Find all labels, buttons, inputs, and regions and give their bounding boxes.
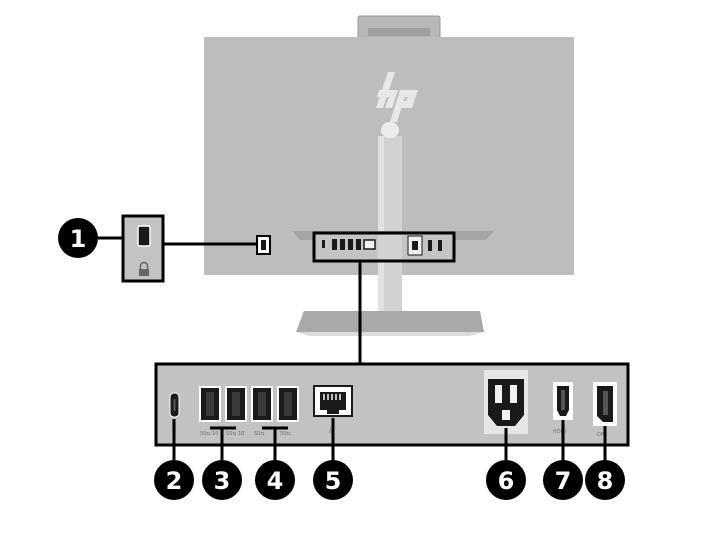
- stand-hinge: [381, 122, 399, 138]
- callout-5-number: 5: [325, 467, 342, 495]
- rj45-port-graphic: 品: [313, 385, 353, 434]
- callout-2-number: 2: [166, 467, 183, 495]
- callout-3: 3: [202, 460, 242, 500]
- callout-5: 5: [313, 460, 353, 500]
- stand-base-shadow: [296, 332, 484, 336]
- callout-4: 4: [255, 460, 295, 500]
- usb-a-port-2: SS⇆ 10: [225, 386, 247, 437]
- hdmi-port-graphic: HDMI: [553, 382, 573, 435]
- usb-a-1-label: SS⇆ 10: [200, 431, 219, 437]
- stand-base: [296, 311, 484, 332]
- side-lock-slot: [261, 240, 266, 250]
- callout-8-number: 8: [597, 467, 614, 495]
- displayport-graphic: DP: [593, 382, 617, 438]
- usb-a-3-label: SS⇆: [254, 431, 265, 437]
- lock-inset: [98, 214, 257, 283]
- callout-1-number: 1: [70, 225, 87, 253]
- usb-a-port-1: SS⇆ 10: [199, 386, 221, 437]
- rear-panel-inset: ⇆ SS⇆ 10 SS⇆ 10 SS⇆: [154, 362, 630, 466]
- all-in-one-monitor: [204, 15, 574, 336]
- usb-a-port-graphics: SS⇆ 10 SS⇆ 10 SS⇆ SS⇆: [199, 386, 299, 437]
- hp-logo: [376, 72, 418, 122]
- lock-inset-slot: [137, 225, 151, 247]
- callout-8: 8: [585, 460, 625, 500]
- callout-6: 6: [486, 460, 526, 500]
- monitor-port-block-ports: [322, 235, 442, 256]
- callout-leader-lines: [172, 418, 607, 466]
- webcam-slot: [368, 28, 430, 36]
- callout-1: 1: [58, 218, 98, 258]
- usb-a-4-label: SS⇆: [280, 431, 291, 437]
- dp-label: DP: [597, 432, 604, 438]
- callout-3-number: 3: [214, 467, 231, 495]
- usb-a-port-3: SS⇆: [251, 386, 273, 437]
- monitor-port-block-stand-gap: [378, 235, 402, 259]
- callout-7: 7: [543, 460, 583, 500]
- callout-4-number: 4: [267, 467, 284, 495]
- hdmi-label: HDMI: [553, 429, 566, 435]
- callout-7-number: 7: [555, 467, 572, 495]
- callout-2: 2: [154, 460, 194, 500]
- power-connector-graphic: [484, 370, 528, 434]
- usb-a-port-4: SS⇆: [277, 386, 299, 437]
- padlock-icon: [139, 261, 149, 276]
- callout-6-number: 6: [498, 467, 515, 495]
- usb-a-2-label: SS⇆ 10: [226, 431, 245, 437]
